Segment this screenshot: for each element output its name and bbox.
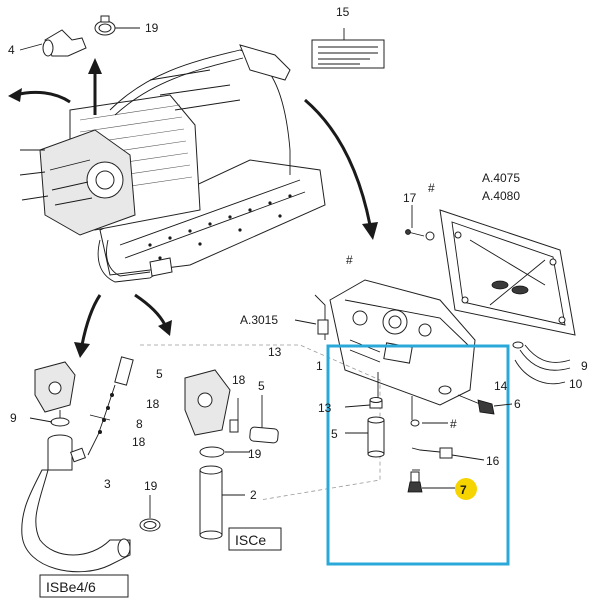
hash-mark-washer: # [450, 417, 457, 431]
callout-7: 7 [460, 483, 467, 497]
callout-labels: 4 19 15 A.4075 A.4080 # 17 # A.3015 13 1… [8, 5, 588, 502]
variant-label-isce: ISCe [228, 527, 282, 551]
callout-19-top: 19 [145, 21, 159, 35]
callout-17: 17 [403, 191, 417, 205]
callout-18-left-a: 18 [146, 397, 160, 411]
isbe-assembly [21, 356, 134, 573]
bracket-a3015 [294, 294, 329, 340]
callout-8: 8 [136, 417, 143, 431]
bolt-17 [405, 205, 435, 241]
callout-13-top: 13 [268, 345, 282, 359]
isce-assembly [140, 344, 381, 540]
arrow-to-tank [304, 98, 372, 226]
callout-1: 1 [316, 359, 323, 373]
hose-clamp-bottom [139, 495, 161, 532]
callout-9-left: 9 [10, 411, 17, 425]
arrow-left-up [14, 90, 71, 104]
callout-18-mid: 18 [232, 373, 246, 387]
warning-label-part [311, 28, 385, 69]
callout-2: 2 [250, 488, 257, 502]
callout-19-bottom: 19 [144, 479, 158, 493]
engine-assembly [19, 44, 326, 283]
elbow-hose-part [19, 29, 87, 57]
ref-a4080: A.4080 [482, 189, 520, 203]
ref-a4075: A.4075 [482, 171, 520, 185]
arrow-to-isce [134, 293, 167, 326]
callout-14: 14 [494, 379, 508, 393]
variant-label-isbe: ISBe4/6 [39, 574, 129, 598]
callout-9-right: 9 [581, 359, 588, 373]
callout-5-mid: 5 [258, 379, 265, 393]
hash-mark-top: # [428, 181, 435, 195]
callout-5-right: 5 [331, 427, 338, 441]
direction-arrows [8, 58, 378, 358]
callout-13-bottom: 13 [318, 401, 332, 415]
callout-18-left-b: 18 [132, 435, 146, 449]
hose-clamp-top [94, 15, 140, 36]
callout-16: 16 [486, 454, 500, 468]
callout-10: 10 [569, 377, 583, 391]
callout-3: 3 [104, 477, 111, 491]
variant-isce-text: ISCe [235, 532, 266, 548]
callout-19-mid: 19 [248, 447, 262, 461]
highlighted-region [326, 344, 513, 566]
tank-mounting-plate [439, 209, 576, 336]
hash-mark-tank: # [346, 253, 353, 267]
ref-a3015: A.3015 [240, 313, 278, 327]
hose-9-10 [512, 341, 571, 385]
callout-4: 4 [8, 43, 15, 57]
callout-15: 15 [336, 5, 350, 19]
arrow-to-isbe [80, 294, 102, 346]
highlight-badge [455, 478, 477, 500]
callout-5-left: 5 [156, 367, 163, 381]
variant-isbe-text: ISBe4/6 [46, 579, 96, 595]
callout-6: 6 [514, 397, 521, 411]
